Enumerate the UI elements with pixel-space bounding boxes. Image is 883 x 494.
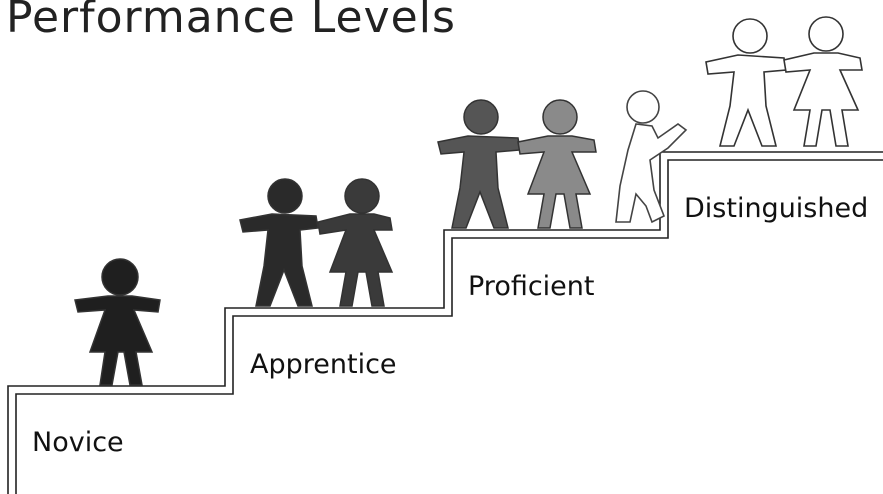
novice-figure [74, 258, 161, 386]
proficient-figure-climbing [615, 90, 688, 224]
apprentice-figure-girl [317, 178, 394, 307]
level-label-apprentice: Apprentice [250, 349, 397, 380]
distinguished-figure-boy [705, 18, 787, 147]
apprentice-figure-boy [239, 178, 319, 307]
level-label-distinguished: Distinguished [684, 193, 869, 224]
proficient-figure-girl [517, 99, 597, 229]
staircase [7, 151, 883, 494]
level-label-novice: Novice [32, 427, 124, 458]
proficient-figure-boy [437, 99, 521, 229]
level-label-proficient: Proficient [468, 271, 595, 302]
distinguished-figure-girl [783, 16, 863, 147]
diagram-title: Performance Levels [6, 0, 456, 43]
